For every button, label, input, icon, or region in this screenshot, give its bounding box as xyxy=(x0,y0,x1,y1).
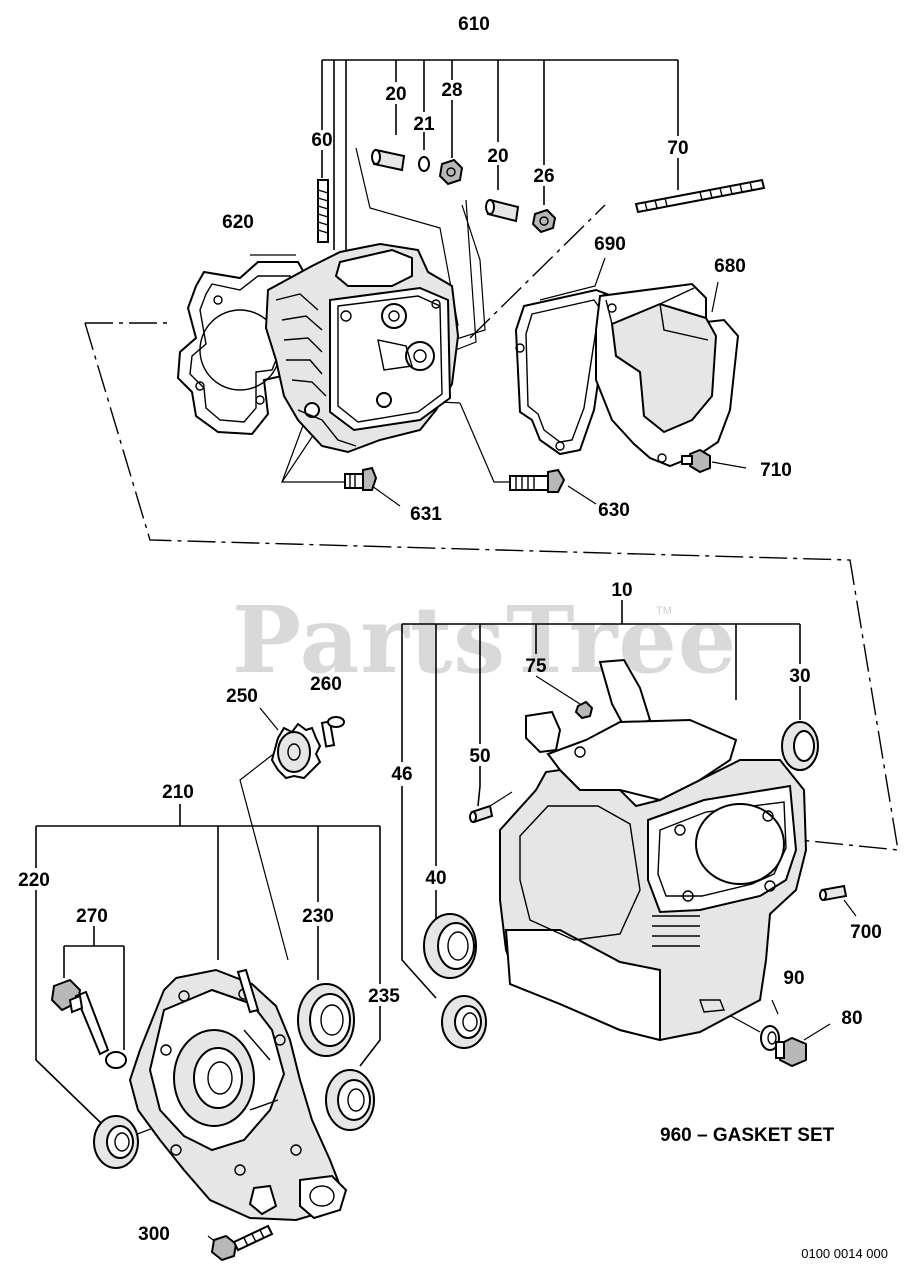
watermark: PartsTree TM xyxy=(232,586,737,694)
dowel-pin-20a xyxy=(371,148,406,172)
washer-90 xyxy=(760,1025,780,1051)
callout-610: 610 xyxy=(458,14,490,35)
oil-seal-30 xyxy=(781,721,819,771)
bearing-235 xyxy=(325,1069,375,1131)
bearing-230 xyxy=(297,983,355,1057)
bolt-630 xyxy=(509,468,566,493)
callout-631: 631 xyxy=(410,504,442,525)
dowel-pin-50 xyxy=(469,804,494,824)
crankcase-cover-leaders xyxy=(35,707,381,1245)
gasket-set-note: 960 – GASKET SET xyxy=(660,1125,835,1146)
callout-60: 60 xyxy=(311,130,332,151)
oil-seal-46 xyxy=(441,995,487,1049)
nut-28 xyxy=(438,158,464,186)
callout-700: 700 xyxy=(850,922,882,943)
callout-210: 210 xyxy=(162,782,194,803)
stud-70 xyxy=(634,178,766,214)
callout-300: 300 xyxy=(138,1224,170,1245)
callout-75: 75 xyxy=(525,656,547,677)
callout-40: 40 xyxy=(425,868,446,889)
alignment-lines xyxy=(84,204,899,851)
stud-60 xyxy=(317,179,329,243)
crankcase-cover-210 xyxy=(128,968,348,1222)
dowel-pin-700 xyxy=(819,884,848,902)
callout-235: 235 xyxy=(368,986,400,1007)
callout-21: 21 xyxy=(413,114,435,135)
callout-70: 70 xyxy=(667,138,688,159)
callout-80: 80 xyxy=(841,1008,862,1029)
callout-620: 620 xyxy=(222,212,254,233)
callout-270: 270 xyxy=(76,906,108,927)
callout-90: 90 xyxy=(783,968,804,989)
callout-20-a: 20 xyxy=(385,84,406,105)
bearing-40 xyxy=(423,913,477,979)
bolt-710 xyxy=(681,448,711,474)
callout-26: 26 xyxy=(533,166,554,187)
o-ring-21 xyxy=(418,156,430,172)
callout-230: 230 xyxy=(302,906,334,927)
callout-30: 30 xyxy=(789,666,810,687)
callout-20-b: 20 xyxy=(487,146,508,167)
callout-220: 220 xyxy=(18,870,50,891)
callout-50: 50 xyxy=(469,746,490,767)
bolt-631 xyxy=(344,466,378,491)
callout-710: 710 xyxy=(760,460,792,481)
valve-cover-680 xyxy=(595,282,740,468)
crankcase-10 xyxy=(499,658,808,1042)
callout-labels: 610 60 20 21 28 20 26 70 620 690 680 710… xyxy=(18,14,882,1245)
nut-26 xyxy=(531,208,557,234)
dipstick-270 xyxy=(50,978,110,1056)
callout-46: 46 xyxy=(391,764,412,785)
callout-250: 250 xyxy=(226,686,258,707)
oil-seal-220 xyxy=(93,1115,139,1169)
o-ring-dipstick xyxy=(105,1051,127,1069)
crankcase-leaders xyxy=(401,600,857,1041)
drain-plug-80 xyxy=(775,1036,807,1068)
dowel-pin-20b xyxy=(485,198,520,223)
governor-gear-250 xyxy=(270,722,322,780)
callout-680: 680 xyxy=(714,256,746,277)
watermark-brand: PartsTree xyxy=(232,586,737,694)
callout-10: 10 xyxy=(611,580,632,601)
cylinder-head-610 xyxy=(264,242,460,454)
nut-75 xyxy=(574,700,594,720)
callout-690: 690 xyxy=(594,234,626,255)
pin-260 xyxy=(320,716,345,748)
callout-630: 630 xyxy=(598,500,630,521)
drawing-code: 0100 0014 000 xyxy=(801,1246,888,1261)
bolt-300 xyxy=(210,1224,274,1262)
callout-28: 28 xyxy=(441,80,462,101)
watermark-trademark: TM xyxy=(656,605,672,617)
callout-260: 260 xyxy=(310,674,342,695)
